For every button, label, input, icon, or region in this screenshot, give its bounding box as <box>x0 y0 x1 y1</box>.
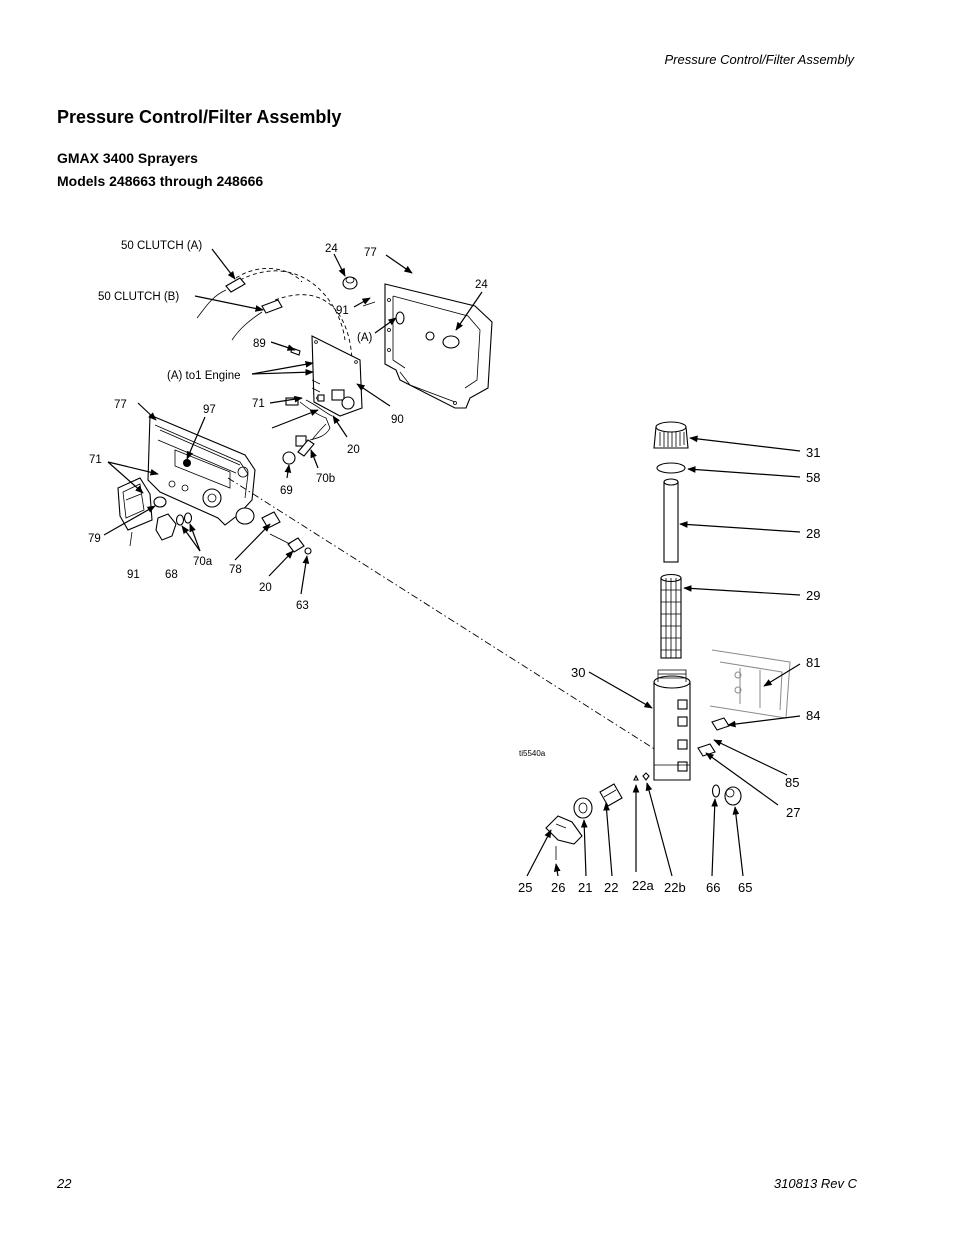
label-68: 68 <box>165 569 178 581</box>
control-box-housing <box>384 283 493 409</box>
label-29: 29 <box>806 588 820 603</box>
label-31: 31 <box>806 445 820 460</box>
screw-91-bottom <box>129 531 133 547</box>
label-63: 63 <box>296 600 309 612</box>
label-25: 25 <box>518 880 532 895</box>
label-65: 65 <box>738 880 752 895</box>
filter-element-29 <box>660 573 682 659</box>
fitting-84 <box>711 717 730 731</box>
label-clutch-b: 50 CLUTCH (B) <box>98 291 179 303</box>
plug-65 <box>724 786 742 806</box>
sensor-78 <box>261 511 281 529</box>
label-71-mid: 71 <box>252 398 265 410</box>
label-20-mid: 20 <box>347 444 360 456</box>
bracket-81 <box>709 649 791 719</box>
label-a-engine: (A) to1 Engine <box>167 370 241 382</box>
assembly-axis <box>227 477 657 751</box>
label-28: 28 <box>806 526 820 541</box>
fitting-85 <box>697 743 716 757</box>
label-91-top: 91 <box>336 305 349 317</box>
leader-lines <box>103 248 801 877</box>
label-27: 27 <box>786 805 800 820</box>
label-30: 30 <box>571 665 585 680</box>
label-70b: 70b <box>316 473 335 485</box>
knob-25 <box>545 815 583 845</box>
label-70a: 70a <box>193 556 213 568</box>
label-77-top: 77 <box>364 247 377 259</box>
label-clutch-a: 50 CLUTCH (A) <box>121 240 202 252</box>
clutch-connector-b <box>231 299 283 341</box>
label-26: 26 <box>551 880 565 895</box>
label-97: 97 <box>203 404 216 416</box>
wire-loop-c <box>239 270 346 341</box>
washer-70a-2 <box>183 512 193 524</box>
filter-housing-30 <box>653 669 691 781</box>
fitting-69 <box>282 451 296 465</box>
plug-near-79 <box>153 496 167 508</box>
pressure-control-housing <box>147 414 256 526</box>
label-22: 22 <box>604 880 618 895</box>
valve-seat-22 <box>599 783 623 807</box>
label-84: 84 <box>806 708 820 723</box>
page-number: 22 <box>57 1176 72 1191</box>
nut-21 <box>573 797 593 819</box>
subtitle-model-family: GMAX 3400 Sprayers <box>57 150 198 166</box>
label-24-right: 24 <box>475 279 488 291</box>
page-title: Pressure Control/Filter Assembly <box>57 107 342 127</box>
document-id: 310813 Rev C <box>773 1176 857 1191</box>
label-91-bottom: 91 <box>127 569 140 581</box>
label-58: 58 <box>806 470 820 485</box>
label-85: 85 <box>785 775 799 790</box>
label-89: 89 <box>253 338 266 350</box>
label-66: 66 <box>706 880 720 895</box>
filter-cap-31 <box>653 421 689 449</box>
oring-22a <box>633 774 639 781</box>
oring-63 <box>304 547 312 555</box>
running-header: Pressure Control/Filter Assembly <box>664 52 854 67</box>
filter-support-28 <box>663 478 679 563</box>
transducer-20 <box>269 533 305 553</box>
label-22a: 22a <box>632 878 654 893</box>
label-78: 78 <box>229 564 242 576</box>
plug-24 <box>342 276 358 290</box>
screw-91-top <box>362 301 376 307</box>
oring-58 <box>656 462 686 474</box>
label-24-top: 24 <box>325 243 338 255</box>
ball-22b <box>642 772 650 781</box>
wire-loop-a <box>235 268 303 283</box>
washer-70a-1 <box>175 514 185 526</box>
label-71-left: 71 <box>89 454 102 466</box>
label-21: 21 <box>578 880 592 895</box>
label-20-bottom: 20 <box>259 582 272 594</box>
wire-loop-b <box>274 294 353 361</box>
label-79: 79 <box>88 533 101 545</box>
label-77-left: 77 <box>114 399 127 411</box>
subtitle-model-range: Models 248663 through 248666 <box>57 173 264 189</box>
knob-68 <box>155 513 177 541</box>
control-board <box>311 335 363 417</box>
label-a-mark: (A) <box>357 332 373 344</box>
label-90: 90 <box>391 414 404 426</box>
clutch-connector-a <box>196 277 246 319</box>
label-22b: 22b <box>664 880 686 895</box>
label-81: 81 <box>806 655 820 670</box>
fitting-70b <box>297 423 327 457</box>
label-69: 69 <box>280 485 293 497</box>
oring-66 <box>711 784 721 798</box>
figure-id: ti5540a <box>519 749 546 758</box>
